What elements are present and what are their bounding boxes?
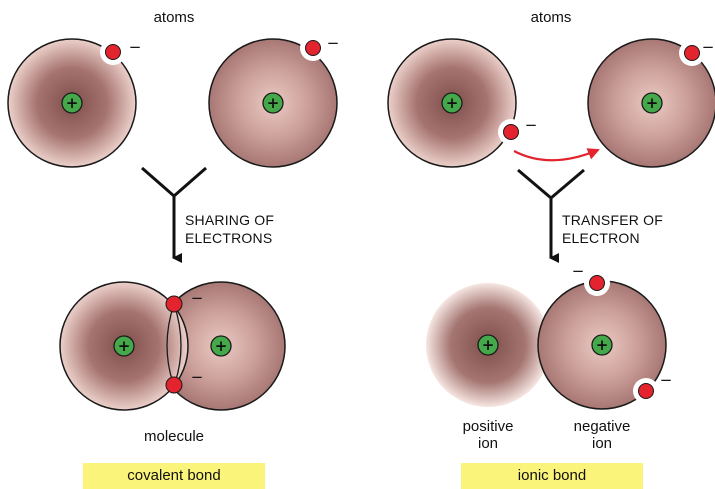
- svg-text:+: +: [446, 94, 459, 112]
- right-atoms-label: atoms: [531, 9, 572, 26]
- svg-text:−: −: [191, 368, 204, 386]
- svg-text:−: −: [702, 38, 715, 56]
- positive-ion-label-line2: ion: [478, 435, 498, 452]
- transfer-label-line2: ELECTRON: [562, 230, 640, 247]
- electron-icon: −: [679, 38, 714, 66]
- svg-text:+: +: [646, 94, 659, 112]
- nucleus-icon: +: [478, 335, 498, 355]
- svg-text:−: −: [129, 38, 142, 56]
- svg-text:−: −: [191, 289, 204, 307]
- nucleus-icon: +: [642, 93, 662, 113]
- svg-text:+: +: [118, 337, 131, 355]
- svg-text:+: +: [66, 94, 79, 112]
- svg-text:+: +: [596, 336, 609, 354]
- negative-ion-label-line1: negative: [574, 418, 631, 435]
- electron-icon: −: [100, 38, 141, 65]
- svg-text:−: −: [572, 262, 585, 280]
- nucleus-icon: +: [114, 336, 134, 356]
- nucleus-icon: +: [211, 336, 231, 356]
- molecule-label: molecule: [144, 428, 204, 445]
- covalent-bond-badge: covalent bond: [83, 463, 265, 489]
- right-atom-a: +: [388, 39, 516, 167]
- ionic-bond-badge: ionic bond: [461, 463, 643, 489]
- positive-ion: +: [426, 283, 550, 407]
- svg-text:+: +: [215, 337, 228, 355]
- sharing-label-line2: ELECTRONS: [185, 230, 272, 247]
- nucleus-icon: +: [263, 93, 283, 113]
- left-atoms-label: atoms: [154, 9, 195, 26]
- transfer-label-line1: TRANSFER OF: [562, 212, 663, 229]
- molecule: + + − −: [60, 282, 285, 410]
- svg-text:+: +: [267, 94, 280, 112]
- svg-text:−: −: [525, 116, 538, 134]
- sharing-label-line1: SHARING OF: [185, 212, 274, 229]
- negative-ion-label-line2: ion: [592, 435, 612, 452]
- nucleus-icon: +: [62, 93, 82, 113]
- positive-ion-label-line1: positive: [463, 418, 514, 435]
- transfer-arrow: [514, 150, 598, 160]
- svg-text:−: −: [327, 34, 340, 52]
- nucleus-icon: +: [592, 335, 612, 355]
- nucleus-icon: +: [442, 93, 462, 113]
- electron-icon: −: [300, 34, 339, 61]
- svg-text:+: +: [482, 336, 495, 354]
- svg-text:−: −: [660, 371, 673, 389]
